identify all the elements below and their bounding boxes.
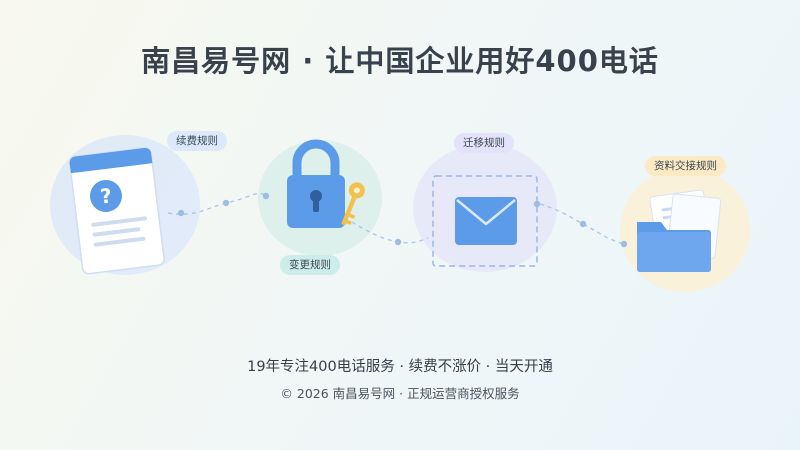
flow-dot xyxy=(262,192,270,200)
flow-dot xyxy=(222,199,230,207)
envelope-icon xyxy=(432,175,538,267)
flow-dot xyxy=(177,209,185,217)
svg-text:?: ? xyxy=(99,183,113,208)
page-title: 南昌易号网 · 让中国企业用好400电话 xyxy=(141,44,659,78)
document-question-icon: ? xyxy=(68,147,165,275)
tag-renew-rules: 续费规则 xyxy=(167,131,227,151)
tag-data-handover-rules: 资料交接规则 xyxy=(645,156,726,176)
key-icon xyxy=(341,182,365,226)
tag-migrate-rules: 迁移规则 xyxy=(454,133,514,153)
copyright: © 2026 南昌易号网 · 正规运营商授权服务 xyxy=(280,386,520,401)
flow-dot xyxy=(394,238,402,246)
tagline: 19年专注400电话服务 · 续费不涨价 · 当天开通 xyxy=(247,359,553,375)
tag-change-rules: 变更规则 xyxy=(280,255,340,275)
folder-icon xyxy=(637,189,722,272)
lock-key-icon xyxy=(287,139,365,228)
flow-dot xyxy=(620,240,628,248)
flow-dot xyxy=(533,200,541,208)
flow-dot xyxy=(579,220,587,228)
flow-path-1 xyxy=(167,192,269,215)
